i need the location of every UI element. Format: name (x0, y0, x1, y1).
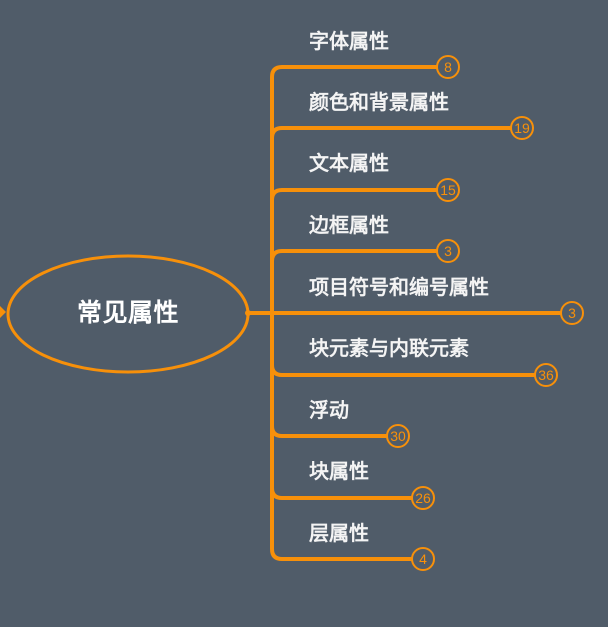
branch-connector (270, 126, 512, 315)
branch-connector (270, 249, 438, 315)
branch-label-text[interactable]: 文本属性 (309, 151, 389, 175)
badge-count-layer[interactable]: 4 (411, 547, 435, 571)
badge-count-block-inline[interactable]: 36 (534, 363, 558, 387)
branch-label-block-props[interactable]: 块属性 (309, 459, 369, 483)
badge-count-border[interactable]: 3 (436, 239, 460, 263)
left-triangle-icon[interactable] (0, 306, 6, 318)
branch-connector (270, 311, 413, 561)
badge-count-block-props[interactable]: 26 (411, 486, 435, 510)
connector-dot (245, 310, 251, 316)
badge-count-float[interactable]: 30 (386, 424, 410, 448)
badge-count-list-style[interactable]: 3 (560, 301, 584, 325)
branch-label-layer[interactable]: 层属性 (309, 521, 369, 545)
branch-label-border[interactable]: 边框属性 (309, 213, 389, 237)
branch-label-float[interactable]: 浮动 (309, 398, 349, 422)
branch-connector (270, 188, 438, 315)
branch-label-list-style[interactable]: 项目符号和编号属性 (309, 275, 489, 299)
badge-count-color-background[interactable]: 19 (510, 116, 534, 140)
badge-count-text[interactable]: 15 (436, 178, 460, 202)
branch-label-block-inline[interactable]: 块元素与内联元素 (309, 336, 469, 360)
branch-connector (270, 65, 438, 315)
branch-label-font[interactable]: 字体属性 (309, 29, 389, 53)
central-topic-label[interactable]: 常见属性 (76, 298, 179, 327)
branch-label-color-background[interactable]: 颜色和背景属性 (309, 90, 449, 114)
badge-count-font[interactable]: 8 (436, 55, 460, 79)
